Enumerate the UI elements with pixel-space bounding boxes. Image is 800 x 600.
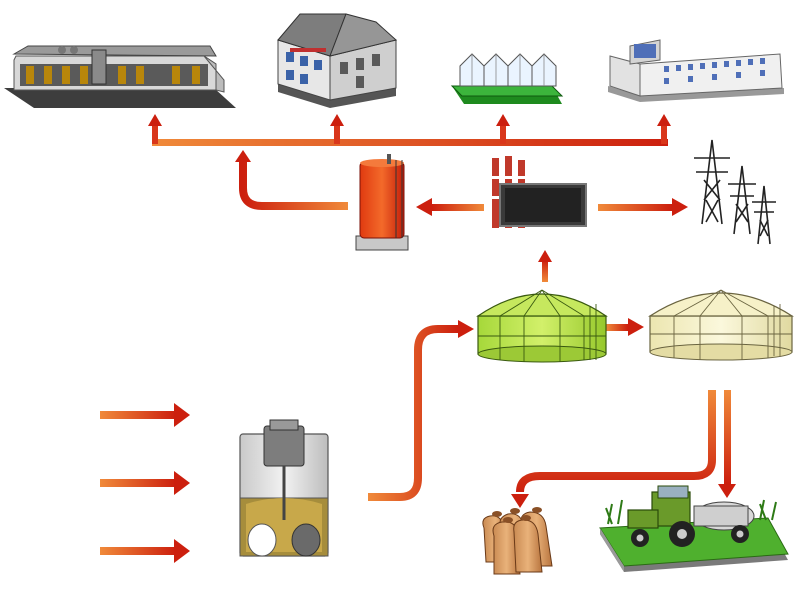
heat-storage-tank-icon (355, 154, 409, 251)
arrow-digester-to-storage-head (628, 318, 644, 336)
arrow-storage-to-fertilizer (516, 390, 716, 493)
arrow-storage-to-field-head (718, 484, 736, 498)
arrow-storage-to-bar (239, 160, 348, 210)
greenhouse-icon (450, 53, 564, 104)
arrow-to-greenhouse (496, 114, 510, 144)
feedstock-arrow-3 (100, 539, 190, 563)
arrow-mixer-to-digester-head (458, 320, 474, 338)
arrow-chp-to-grid-head (672, 198, 688, 216)
tractor-field-icon (599, 485, 789, 572)
factory-building-icon (4, 45, 236, 108)
arrow-digester-to-chp-head (538, 250, 552, 262)
office-building-icon (608, 39, 784, 102)
heat-distribution-bar (152, 139, 668, 146)
feedstock-arrow-1 (100, 403, 190, 427)
flow-arrows (100, 114, 736, 563)
arrow-to-factory (148, 114, 162, 144)
power-pylon-icon (694, 139, 776, 245)
digester-dome-icon (476, 289, 608, 363)
chp-plant-icon (492, 156, 587, 228)
arrow-chp-to-grid (598, 204, 672, 211)
arrow-storage-to-field (724, 390, 731, 484)
storage-dome-icon (647, 289, 795, 361)
arrow-to-office (657, 114, 671, 144)
arrow-storage-to-bar-head (235, 150, 251, 162)
arrow-digester-to-storage (606, 324, 628, 331)
arrow-chp-to-storage-head (416, 198, 432, 216)
residential-building-icon (277, 13, 398, 108)
arrow-chp-to-storage (432, 204, 484, 211)
arrow-storage-to-fertilizer-head (511, 494, 529, 508)
mixing-tank-icon (239, 419, 329, 557)
arrow-to-residential (330, 114, 344, 144)
arrow-digester-to-chp (542, 260, 548, 282)
feedstock-arrow-2 (100, 471, 190, 495)
fertilizer-sacks-icon (482, 507, 553, 575)
arrow-mixer-to-digester (368, 325, 458, 501)
